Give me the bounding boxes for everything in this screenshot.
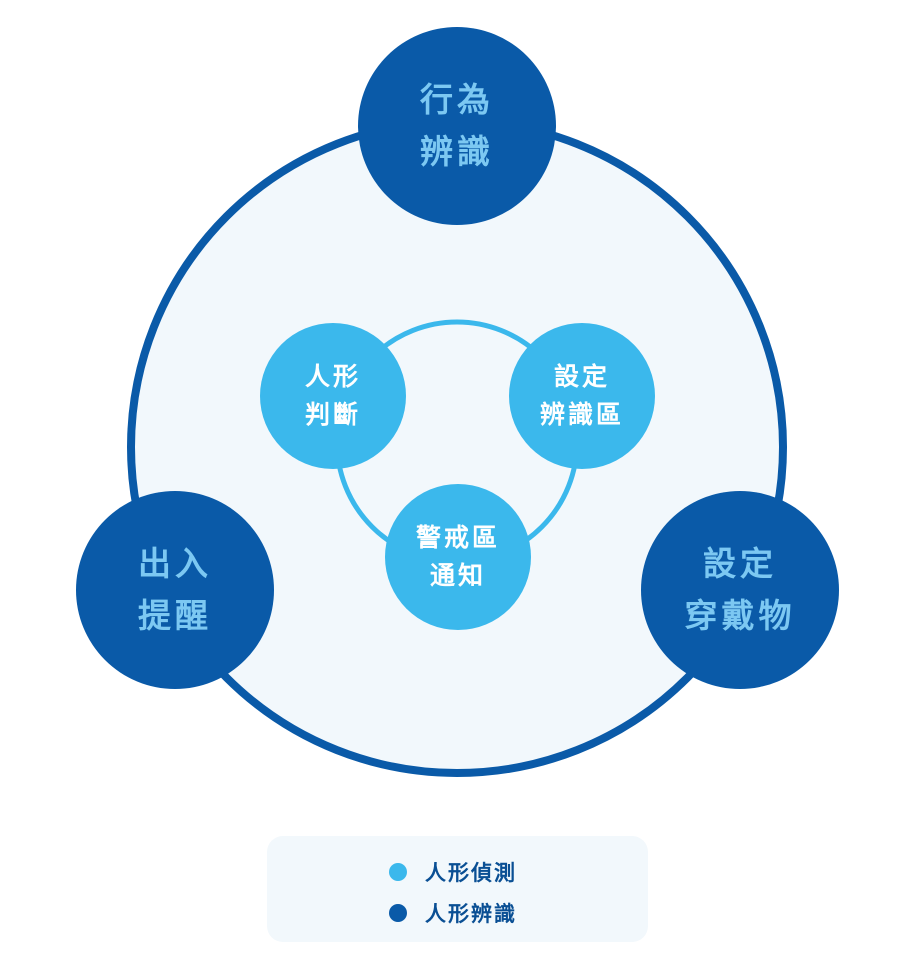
- inner-node-line2: 通知: [429, 561, 486, 590]
- outer-node-set-wearables: 設定 穿戴物: [641, 491, 839, 689]
- inner-node-line1: 人形: [304, 362, 361, 391]
- legend-dot-light-blue: [389, 863, 407, 881]
- legend-dot-dark-blue: [389, 904, 407, 922]
- inner-node-line1: 警戒區: [415, 523, 500, 552]
- outer-node-line1: 出入: [138, 544, 212, 583]
- inner-node-alert-zone-notification: 警戒區 通知: [385, 484, 531, 630]
- inner-node-set-recognition-zone: 設定 辨識區: [509, 323, 655, 469]
- outer-node-behavior-recognition: 行為 辨識: [358, 27, 556, 225]
- legend-label: 人形偵測: [425, 861, 517, 885]
- legend: 人形偵測 人形辨識: [267, 836, 648, 942]
- inner-node-human-judgment: 人形 判斷: [260, 323, 406, 469]
- inner-node-line1: 設定: [553, 362, 610, 391]
- outer-node-line2: 辨識: [420, 132, 494, 171]
- inner-node-line2: 判斷: [304, 400, 361, 429]
- outer-node-line1: 設定: [703, 544, 777, 583]
- outer-node-line1: 行為: [420, 80, 494, 119]
- legend-item-human-detection: 人形偵測: [389, 857, 517, 887]
- legend-label: 人形辨識: [425, 902, 517, 926]
- outer-node-line2: 穿戴物: [684, 596, 796, 635]
- legend-item-human-recognition: 人形辨識: [389, 898, 517, 928]
- outer-node-entry-exit-reminder: 出入 提醒: [76, 491, 274, 689]
- outer-node-line2: 提醒: [138, 596, 212, 635]
- inner-node-line2: 辨識區: [539, 400, 624, 429]
